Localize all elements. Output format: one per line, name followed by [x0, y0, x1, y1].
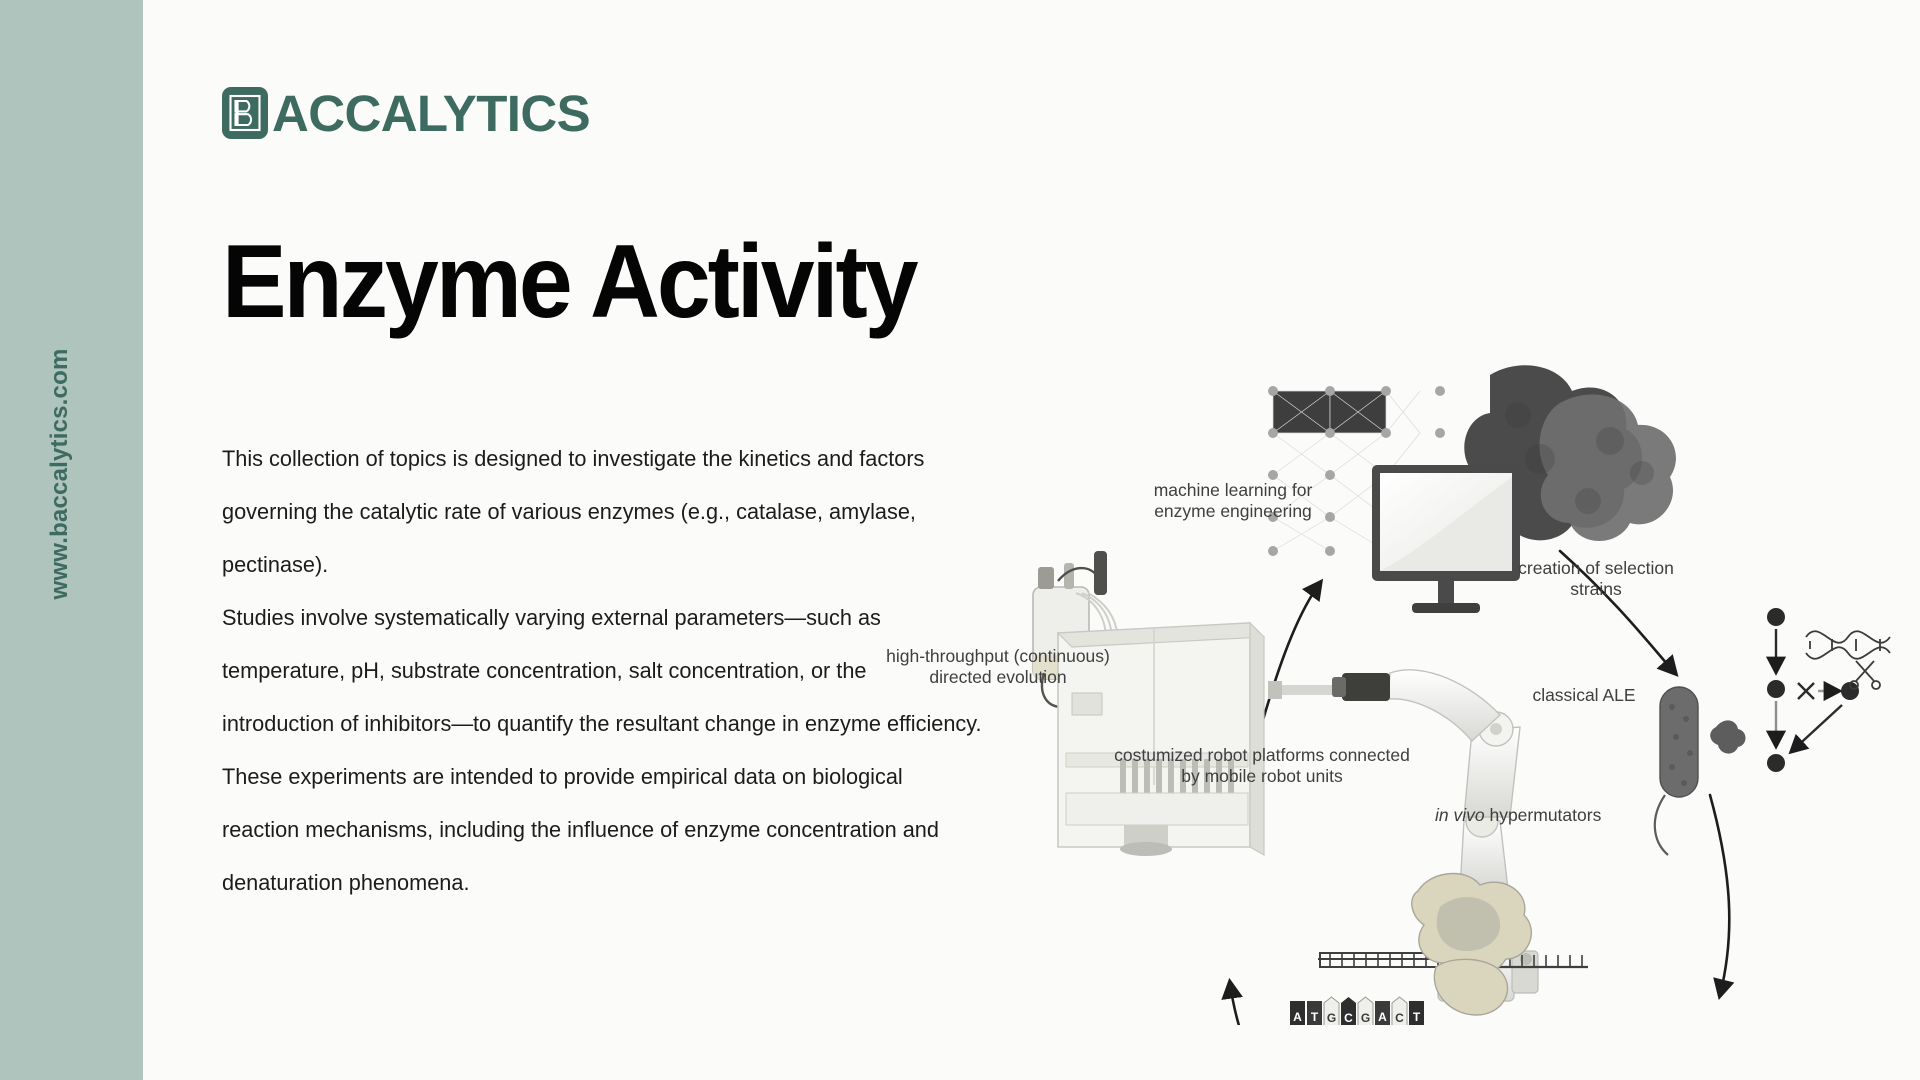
cycle-arrow-to-ale: [1708, 793, 1735, 1001]
svg-text:G: G: [1361, 1011, 1370, 1025]
svg-text:T: T: [1311, 1010, 1319, 1024]
page-title: Enzyme Activity: [222, 224, 919, 340]
directed-evolution-cycle-diagram: A T G C G: [886, 355, 1920, 1025]
scissors-icon: [1849, 660, 1881, 690]
left-color-band: [0, 0, 143, 1080]
logo-b-mark-icon: [222, 87, 268, 139]
dna-tile: T: [1307, 1001, 1322, 1025]
dna-tile: G: [1357, 996, 1374, 1025]
dna-helix-icon: [1805, 630, 1891, 660]
polymerase-dna-icon: [1318, 872, 1588, 1016]
body-paragraph-2: Studies involve systematically varying e…: [222, 605, 982, 895]
dna-tile: C: [1341, 997, 1356, 1025]
selection-strain-schematic-icon: [1710, 608, 1891, 772]
body-paragraph-1: This collection of topics is designed to…: [222, 446, 925, 577]
dna-tile: C: [1391, 996, 1408, 1025]
brand-logo[interactable]: ACCALYTICS: [222, 84, 591, 142]
computer-monitor-icon: [1372, 465, 1520, 613]
logo-wordmark: ACCALYTICS: [272, 84, 591, 142]
dna-base-tiles-icon: A T G C G: [1290, 996, 1424, 1025]
cycle-arrow-to-high-throughput: [1221, 977, 1243, 1025]
svg-text:C: C: [1344, 1011, 1353, 1025]
dna-tile: G: [1323, 996, 1340, 1025]
hypermutators-text: hypermutators: [1484, 805, 1602, 825]
svg-text:A: A: [1378, 1010, 1387, 1024]
dna-tile: T: [1409, 1001, 1424, 1025]
diagram-label-machine-learning: machine learning for enzyme engineering: [1153, 480, 1313, 521]
svg-text:C: C: [1395, 1011, 1404, 1025]
liquid-handler-icon: [1056, 621, 1266, 857]
in-vivo-italic-text: in vivo: [1435, 805, 1485, 825]
diagram-label-high-throughput: high-throughput (continuous) directed ev…: [886, 646, 1110, 687]
svg-text:A: A: [1293, 1010, 1302, 1024]
body-text: This collection of topics is designed to…: [222, 432, 984, 909]
dna-tile: A: [1375, 1001, 1390, 1025]
diagram-label-in-vivo-hypermutators: in vivo hypermutators: [1435, 805, 1665, 826]
diagram-label-robot-platforms: costumized robot platforms connected by …: [1114, 745, 1410, 786]
diagram-label-classical-ale: classical ALE: [1532, 685, 1636, 705]
svg-text:T: T: [1413, 1010, 1421, 1024]
website-url-vertical[interactable]: www.baccalytics.com: [46, 348, 73, 600]
cycle-arrow-to-strains: [1558, 549, 1679, 677]
svg-text:G: G: [1327, 1011, 1336, 1025]
bacterium-icon: [1653, 686, 1699, 856]
dna-tile: A: [1290, 1001, 1305, 1025]
diagram-label-selection-strains: creation of selection strains: [1518, 558, 1674, 599]
